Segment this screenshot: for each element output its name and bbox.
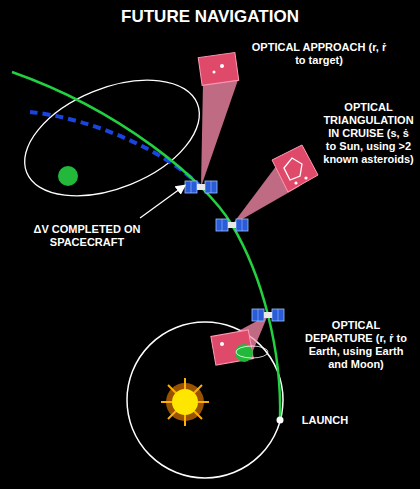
departure-view	[211, 330, 268, 365]
asteroid-view	[272, 145, 318, 192]
trajectory	[12, 72, 280, 420]
spacecraft	[216, 219, 248, 231]
diagram-title: FUTURE NAVIGATION	[10, 6, 410, 28]
annotation-label: OPTICAL DEPARTURE (r, ṙ to Earth, using …	[296, 318, 416, 372]
earth-orbit	[127, 322, 283, 478]
annotation-label: ΔV COMPLETED ON SPACECRAFT	[22, 222, 152, 250]
approach-view	[198, 52, 239, 85]
annotation-label: LAUNCH	[290, 413, 360, 428]
spacecraft	[252, 309, 284, 321]
spacecraft	[185, 181, 217, 193]
corrected-path	[30, 112, 201, 187]
sun	[161, 378, 209, 426]
annotation-label: OPTICAL APPROACH (r, ṙ to target)	[244, 40, 394, 68]
launch-point	[277, 417, 284, 424]
leader-arrow	[140, 186, 184, 218]
target-planet	[58, 166, 78, 186]
approach-cone	[201, 80, 238, 187]
annotation-label: OPTICAL TRIANGULATION IN CRUISE (s, ṡ to…	[320, 100, 417, 167]
